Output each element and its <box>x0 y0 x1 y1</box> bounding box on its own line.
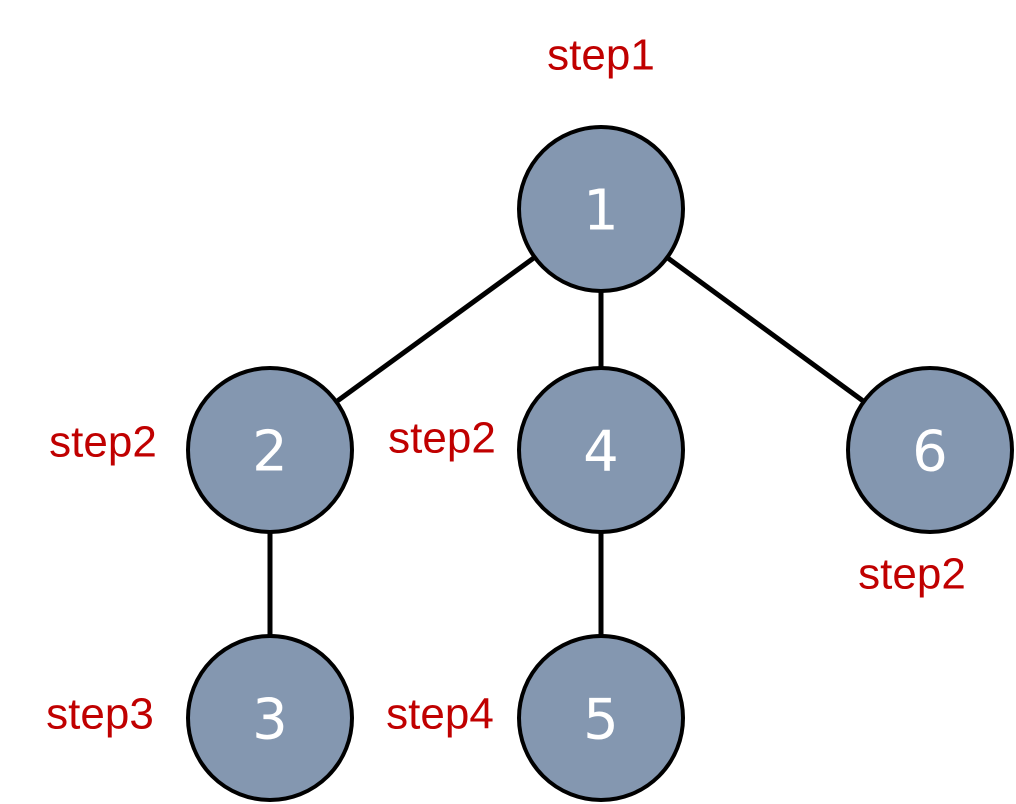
node-circle <box>186 634 354 802</box>
step-label-node-1: step1 <box>547 31 655 80</box>
edge-1-6 <box>665 255 866 404</box>
nodes-layer: 1 2 4 6 3 5 <box>186 125 1014 802</box>
node-circle <box>517 366 685 534</box>
node-circle <box>186 366 354 534</box>
step-labels-layer: step1 step2 step2 step2 step3 step4 <box>46 31 966 739</box>
step-label-node-3: step3 <box>46 690 154 739</box>
node-6: 6 <box>846 366 1014 534</box>
node-label: 1 <box>583 179 619 244</box>
node-2: 2 <box>186 366 354 534</box>
node-circle <box>846 366 1014 534</box>
node-1: 1 <box>517 125 685 293</box>
node-label: 3 <box>252 688 288 753</box>
node-circle <box>517 634 685 802</box>
step-label-node-6: step2 <box>858 550 966 599</box>
node-5: 5 <box>517 634 685 802</box>
edge-1-2 <box>334 255 537 404</box>
node-label: 6 <box>912 420 948 485</box>
node-label: 4 <box>583 420 619 485</box>
node-circle <box>517 125 685 293</box>
node-label: 5 <box>583 688 619 753</box>
edges-layer <box>267 255 866 636</box>
step-label-node-2: step2 <box>49 418 157 467</box>
node-label: 2 <box>252 420 288 485</box>
node-3: 3 <box>186 634 354 802</box>
step-label-node-4: step2 <box>388 414 496 463</box>
node-4: 4 <box>517 366 685 534</box>
step-label-node-5: step4 <box>386 690 494 739</box>
